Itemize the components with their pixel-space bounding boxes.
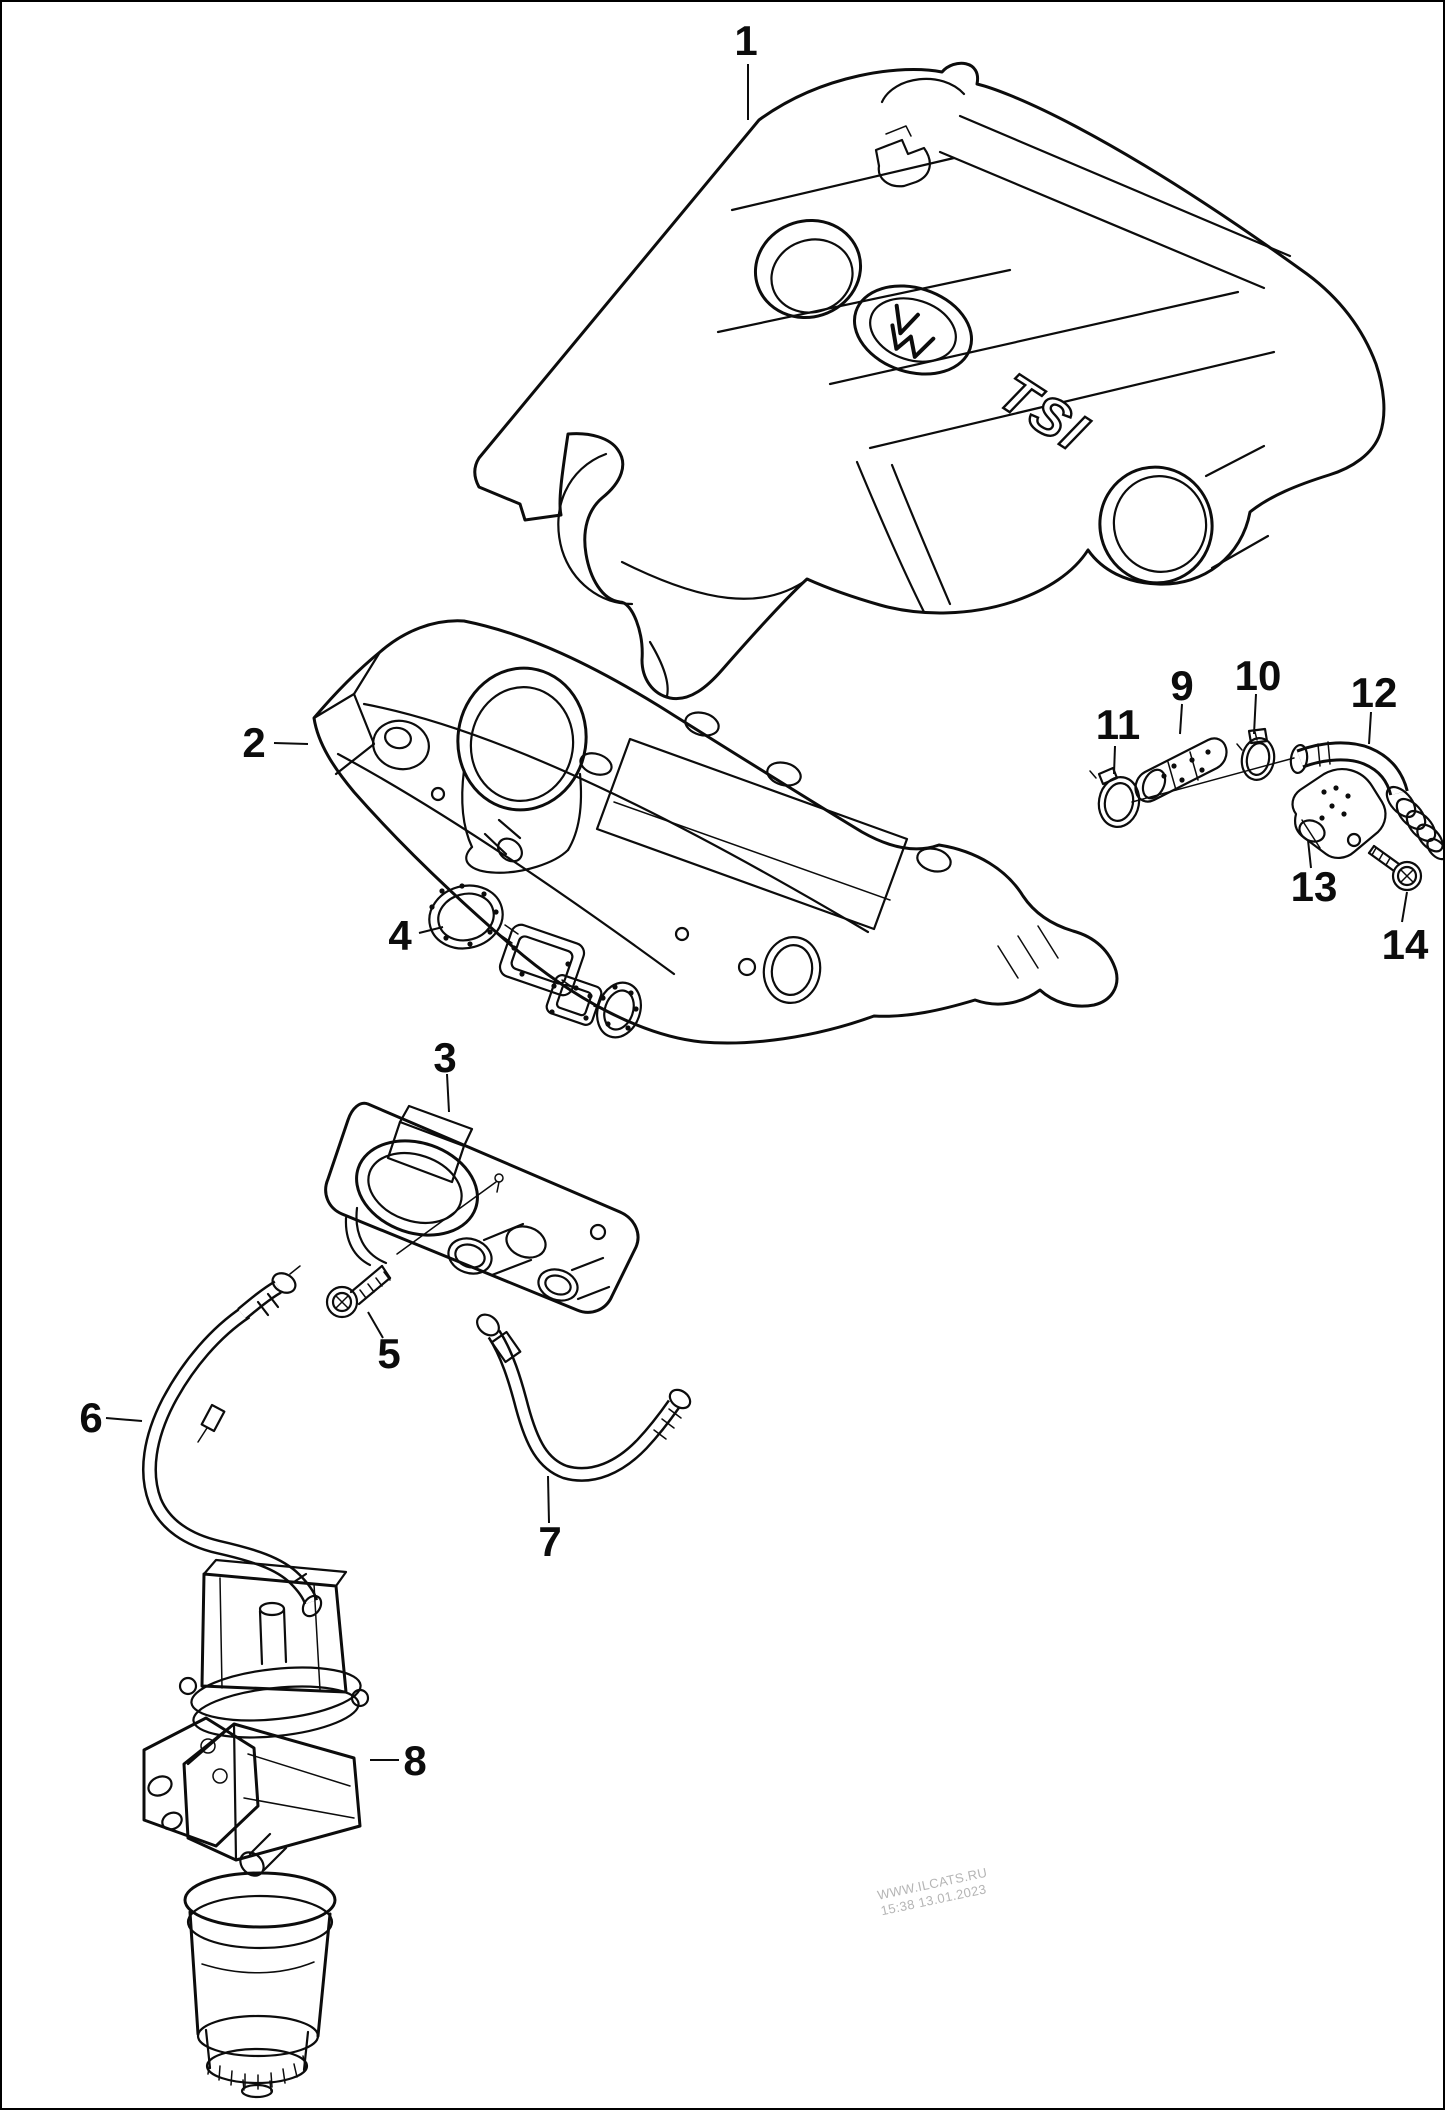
callout-6[interactable]: 6 bbox=[79, 1394, 102, 1441]
cylinder-head-cover-drawing bbox=[312, 619, 1119, 1045]
gasket-drawing bbox=[428, 883, 642, 1039]
screw-5-drawing bbox=[325, 1264, 392, 1319]
callout-12[interactable]: 12 bbox=[1351, 669, 1398, 716]
callout-13[interactable]: 13 bbox=[1291, 863, 1338, 910]
callout-5[interactable]: 5 bbox=[377, 1330, 400, 1377]
breather-hose-left-drawing bbox=[142, 1265, 323, 1618]
callouts: 1 2 3 4 5 6 7 8 9 10 11 12 13 14 bbox=[79, 17, 1429, 1784]
vw-logo-icon bbox=[852, 284, 974, 376]
callout-2[interactable]: 2 bbox=[242, 719, 265, 766]
engine-cover-drawing: TSI bbox=[473, 61, 1386, 701]
callout-8[interactable]: 8 bbox=[403, 1737, 426, 1784]
small-parts-drawing bbox=[1089, 727, 1443, 892]
breather-hose-right-drawing bbox=[476, 1313, 692, 1482]
tsi-badge-text: TSI bbox=[988, 362, 1099, 463]
callout-14[interactable]: 14 bbox=[1382, 921, 1429, 968]
connecting-hose-9-drawing bbox=[1134, 737, 1228, 803]
oil-separator-plate-drawing bbox=[324, 1101, 640, 1314]
callout-9[interactable]: 9 bbox=[1170, 662, 1193, 709]
callout-1[interactable]: 1 bbox=[734, 17, 757, 64]
callout-3[interactable]: 3 bbox=[433, 1034, 456, 1081]
callout-7[interactable]: 7 bbox=[538, 1518, 561, 1565]
callout-11[interactable]: 11 bbox=[1096, 701, 1140, 748]
breather-pipe-12-drawing bbox=[1289, 741, 1443, 861]
callout-4[interactable]: 4 bbox=[388, 912, 412, 959]
hose-clamp-11-drawing bbox=[1089, 766, 1141, 828]
screw-14-drawing bbox=[1367, 844, 1423, 892]
bracket-13-drawing bbox=[1291, 768, 1387, 859]
callout-10[interactable]: 10 bbox=[1235, 652, 1282, 699]
hose-clamp-10-drawing bbox=[1236, 727, 1276, 781]
oil-filter-assembly-drawing bbox=[142, 1558, 370, 2099]
